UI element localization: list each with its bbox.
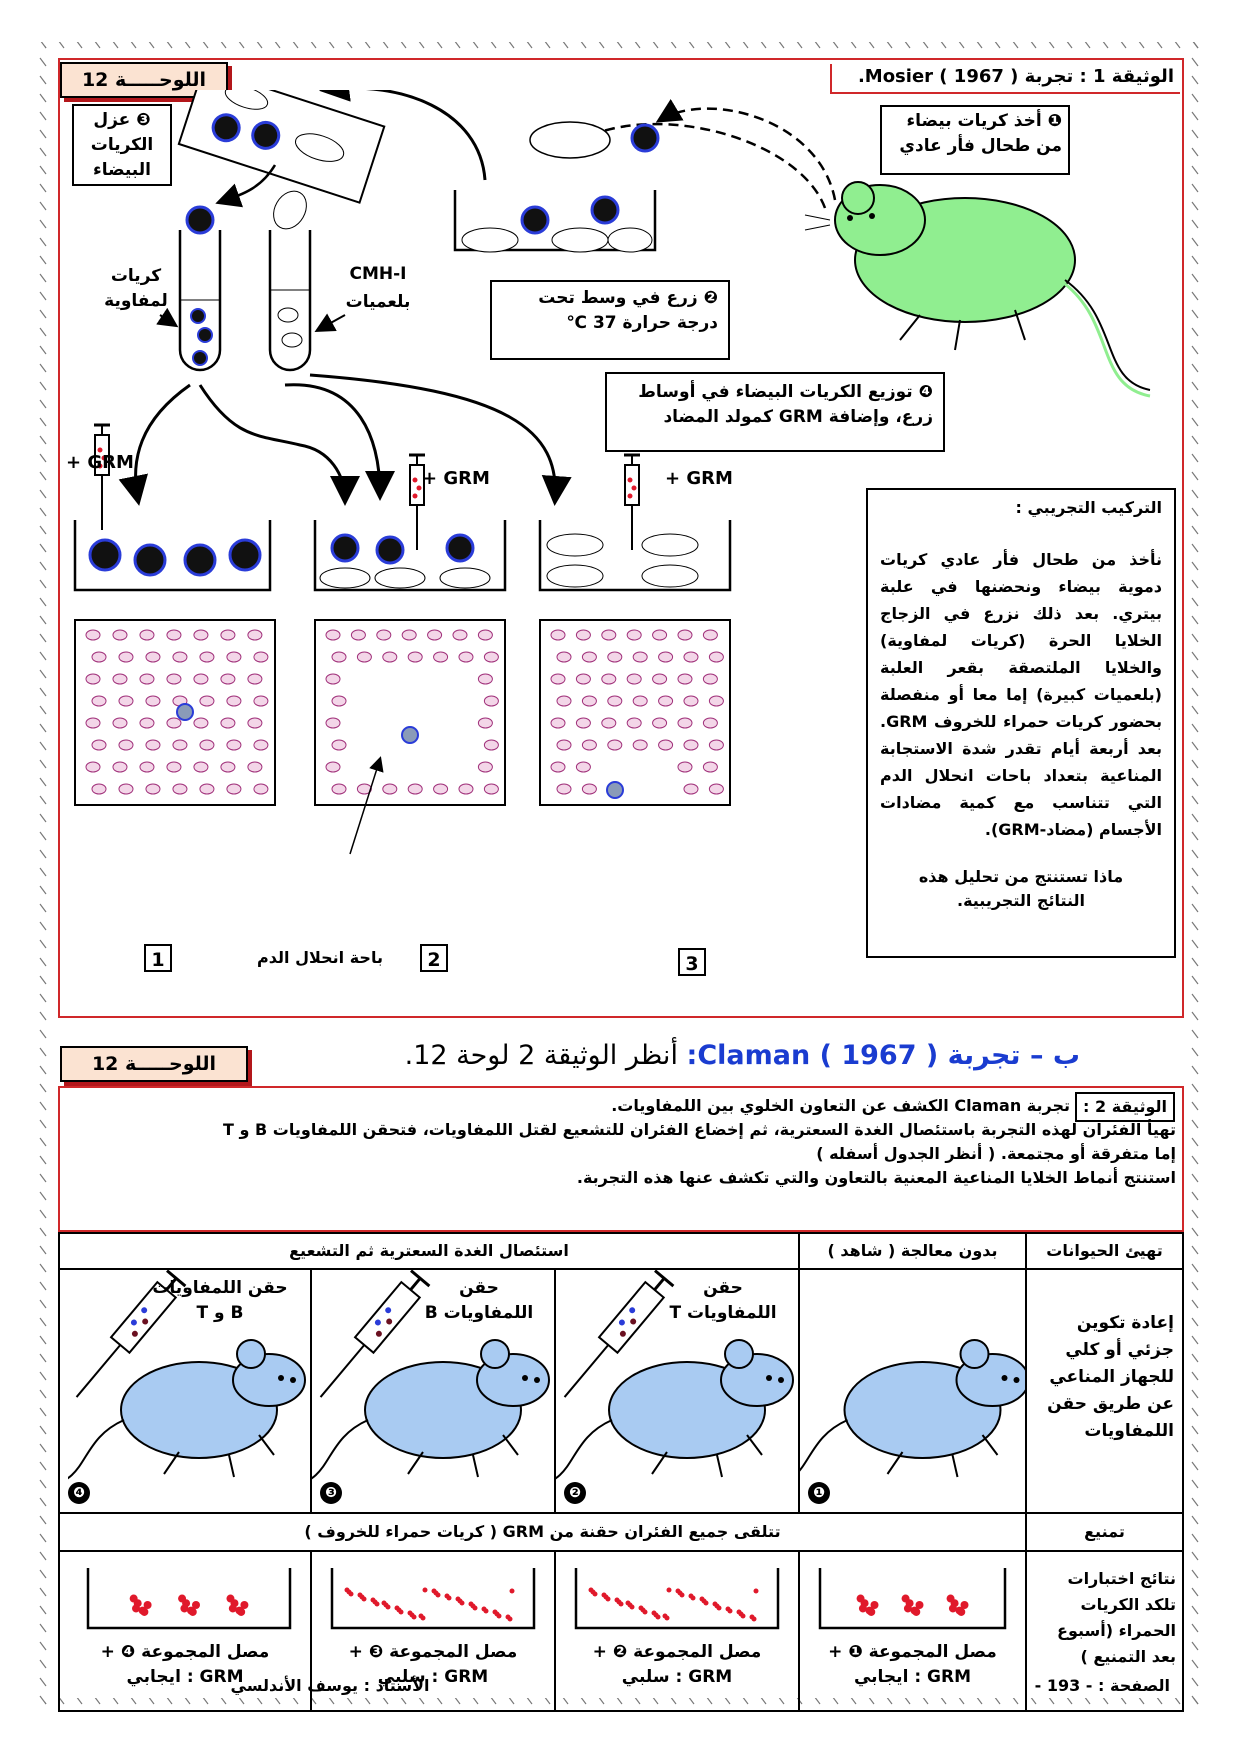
doc2-line2: تهيأ الفئران لهذه التجربة باستئصال الغدة… — [223, 1120, 1176, 1139]
result-3-line2: GRM : سلبي — [377, 1667, 489, 1687]
tube-macro-label-1: CMH-I — [349, 264, 407, 284]
hemolysis-spot-1 — [176, 703, 194, 721]
agglutination-dish-icon — [86, 1568, 292, 1630]
inject-label-4: حقن اللمفاويات B و T — [152, 1278, 288, 1323]
inject-label-3: حقن اللمفاويات B — [424, 1278, 534, 1323]
panel-tag-2: اللوحـــــة 12 — [60, 1046, 248, 1082]
green-mouse-icon — [804, 181, 1151, 398]
step4-box: ❹ توزيع الكريات البيضاء في أوساط زرع، وإ… — [605, 372, 945, 452]
doc2-label: الوثيقة 2 : — [1075, 1092, 1175, 1122]
mosier-illustration — [73, 90, 1151, 855]
plate-number-2: 2 — [420, 944, 448, 972]
panel-tag-1: اللوحـــــة 12 — [60, 62, 228, 98]
doc2-frame — [58, 1086, 1184, 1232]
result-cell-2: مصل المجموعة ❷ + GRM : سلبي — [554, 1550, 800, 1712]
tube-macro-label-2: بلعميات — [345, 292, 411, 312]
row2-text: تتلقى جميع الفئران حقنة من GRM ( كريات ح… — [58, 1512, 1027, 1552]
result-4-line2: GRM : ايجابي — [126, 1667, 244, 1687]
doc2-line4: استنتج أنماط الخلايا المناعية المعنية با… — [576, 1168, 1176, 1187]
tube-macrophages-icon — [268, 230, 312, 372]
petri-plate-1 — [74, 619, 276, 806]
culture-dish-lymph-icon — [73, 520, 272, 592]
result-2-line2: GRM : سلبي — [621, 1667, 733, 1687]
setup-box: التركيب التجريبي : نأخذ من طحال فأر عادي… — [866, 488, 1176, 958]
tube-lymph-label: كريات لمفاوية — [104, 266, 168, 311]
mouse-number-1: ❶ — [808, 1482, 830, 1504]
dispersed-rbc-dish-icon — [574, 1568, 780, 1630]
blue-mouse-syringe-icon — [292, 1269, 550, 1486]
section-b-title: ب – تجربة Claman ( 1967 ): — [686, 1040, 1080, 1071]
mouse-cell-4: حقن اللمفاويات B و T ❹ — [48, 1268, 312, 1514]
step1-box: ❶ أخذ كريات بيضاء من طحال فأر عادي — [880, 105, 1070, 175]
petri-plates — [74, 619, 731, 806]
result-1-line2: GRM : ايجابي — [853, 1667, 972, 1687]
row3-label: نتائج اختبارات تلكد الكريات الحمراء (أسب… — [1025, 1550, 1184, 1712]
doc2-line1: تجربة Claman الكشف عن التعاون الخلوي بين… — [611, 1096, 1070, 1115]
doc2-text: تجربة Claman الكشف عن التعاون الخلوي بين… — [70, 1094, 1070, 1118]
doc2-line3: إما متفرقة أو مجتمعة. ( أنظر الجدول أسفل… — [816, 1144, 1176, 1163]
setup-text: نأخذ من طحال فأر عادي كريات دموية بيضاء … — [880, 550, 1162, 839]
syringe-icon — [624, 453, 640, 550]
culture-dish-1-icon — [453, 190, 657, 253]
footer-author: الأستاذ : يوسف الأندلسي — [230, 1676, 430, 1695]
step2-box: ❷ زرع في وسط تحت درجة حرارة 37 ℃ — [490, 280, 730, 360]
row1-label: إعادة تكوين جزئي أو كلي للجهاز المناعي ع… — [1025, 1268, 1184, 1514]
blue-mouse-syringe-icon — [48, 1269, 306, 1486]
result-cell-1: مصل المجموعة ❶ + GRM : ايجابي — [798, 1550, 1027, 1712]
claman-table: تهيئ الحيوانات بدون معالجة ( شاهد ) استئ… — [48, 1232, 1184, 1712]
row2-label: تمنيع — [1025, 1512, 1184, 1552]
dispersed-rbc-dish-icon — [330, 1568, 536, 1630]
setup-question: ماذا تستنتج من تحليل هذه النتائج التجريب… — [918, 867, 1124, 910]
syringe-icon — [409, 453, 425, 550]
blue-mouse-icon — [772, 1339, 1030, 1486]
mouse-cell-2: حقن اللمفاويات T ❷ — [536, 1268, 800, 1514]
plate-number-3: 3 — [678, 948, 706, 976]
inject-label-2: حقن اللمفاويات T — [669, 1278, 777, 1323]
plate-number-1: 1 — [144, 944, 172, 972]
doc1-frame — [58, 58, 1184, 1018]
doc1-title: الوثيقة 1 : تجربة Mosier ( 1967 ). — [830, 64, 1180, 94]
petri-plate-2 — [314, 619, 506, 806]
doc2-text-rest: تهيأ الفئران لهذه التجربة باستئصال الغدة… — [70, 1118, 1176, 1190]
blue-mouse-syringe-icon — [536, 1269, 794, 1486]
result-3-line1: مصل المجموعة ❸ + — [348, 1642, 518, 1662]
mouse-cell-1: ❶ — [772, 1268, 1030, 1514]
result-4-line1: مصل المجموعة ❹ + — [100, 1642, 270, 1662]
wbc-sample-icon — [529, 121, 660, 159]
agglutination-dish-icon — [818, 1568, 1007, 1630]
result-1-line1: مصل المجموعة ❶ + — [828, 1642, 997, 1662]
mouse-number-2: ❷ — [564, 1482, 586, 1504]
culture-dish-mixed-icon — [313, 520, 507, 592]
culture-dish-macro-icon — [538, 520, 732, 592]
result-cell-4: مصل المجموعة ❹ + GRM : ايجابي — [58, 1550, 312, 1712]
table-header-thymus: استئصال الغدة السعترية ثم التشعيع — [58, 1232, 800, 1270]
setup-title: التركيب التجريبي : — [1015, 498, 1162, 517]
mouse-number-3: ❸ — [320, 1482, 342, 1504]
grm-label-3: + GRM — [665, 468, 733, 489]
petri-plate-3 — [539, 619, 731, 806]
grm-label-1: + GRM — [66, 452, 134, 473]
table-header-control: بدون معالجة ( شاهد ) — [798, 1232, 1027, 1270]
section-b-tail: أنظر الوثيقة 2 لوحة 12. — [404, 1040, 687, 1071]
syringe-icon — [94, 423, 110, 530]
grm-label-2: + GRM — [422, 468, 490, 489]
hemolysis-spot-2 — [401, 726, 419, 744]
hemolysis-label: باحة انحلال الدم — [257, 948, 383, 967]
mouse-number-4: ❹ — [68, 1482, 90, 1504]
result-cell-3: مصل المجموعة ❸ + GRM : سلبي — [310, 1550, 556, 1712]
table-header-prep: تهيئ الحيوانات — [1025, 1232, 1184, 1270]
result-2-line1: مصل المجموعة ❷ + — [592, 1642, 762, 1662]
footer-page: الصفحة : - 193 - — [1034, 1676, 1170, 1695]
tilted-dish-icon — [177, 90, 386, 204]
tube-lymphocytes-icon — [178, 230, 222, 372]
step3-box: ❸ عزل الكريات البيضاء — [72, 104, 172, 186]
section-b-heading: ب – تجربة Claman ( 1967 ): أنظر الوثيقة … — [380, 1036, 1080, 1076]
hemolysis-spot-3 — [606, 781, 624, 799]
mouse-cell-3: حقن اللمفاويات B ❸ — [292, 1268, 556, 1514]
